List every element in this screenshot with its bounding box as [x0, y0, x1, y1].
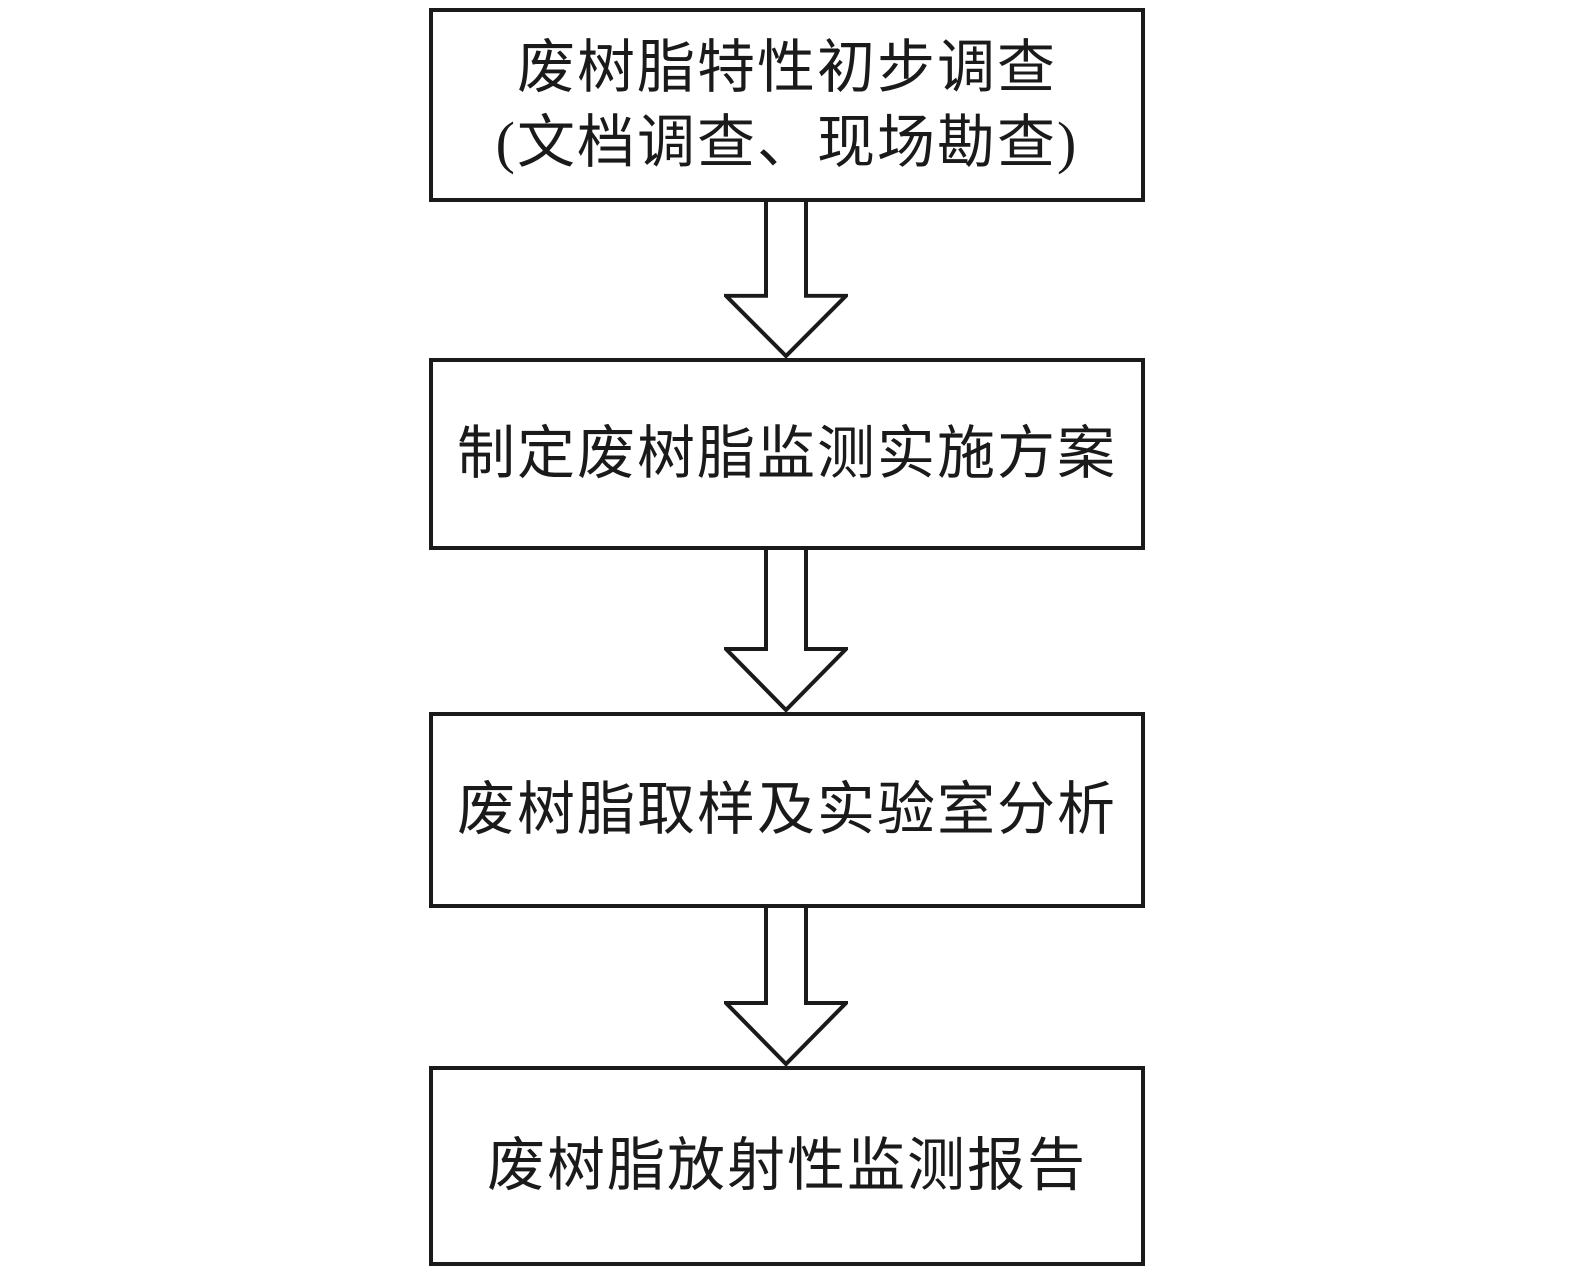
- flow-step-monitoring-report: 废树脂放射性监测报告: [429, 1066, 1145, 1266]
- flow-step-label: 废树脂特性初步调查 (文档调查、现场勘查): [495, 34, 1079, 175]
- flow-step-label: 制定废树脂监测实施方案: [456, 421, 1117, 487]
- flow-step-sampling-analysis: 废树脂取样及实验室分析: [429, 712, 1145, 908]
- down-arrow-icon: [724, 908, 848, 1066]
- flow-step-label: 废树脂放射性监测报告: [486, 1133, 1087, 1199]
- flow-step-initial-survey: 废树脂特性初步调查 (文档调查、现场勘查): [429, 8, 1145, 202]
- down-arrow-icon: [724, 202, 848, 358]
- flow-step-monitoring-plan: 制定废树脂监测实施方案: [429, 358, 1145, 550]
- down-arrow-icon: [724, 550, 848, 712]
- flow-step-label: 废树脂取样及实验室分析: [456, 777, 1117, 843]
